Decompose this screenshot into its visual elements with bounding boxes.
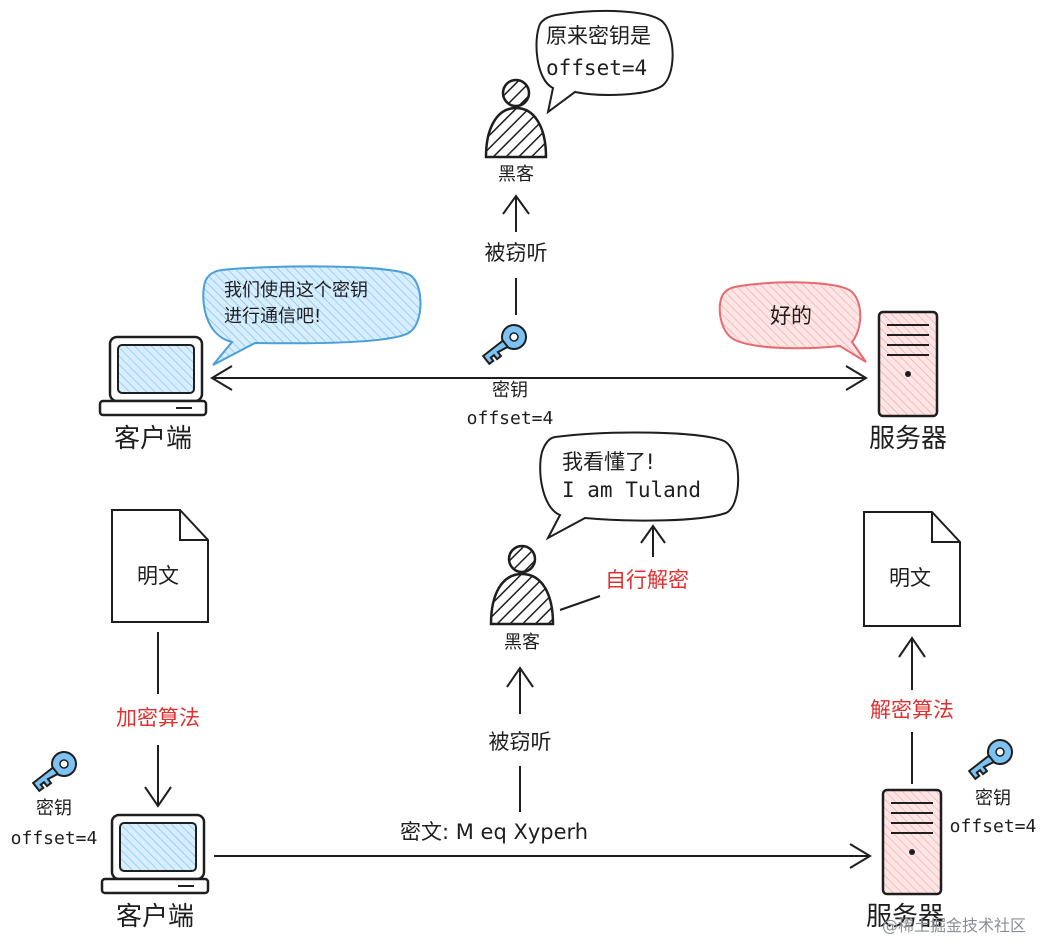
document-icon: [111, 509, 209, 623]
server-speech-bubble: [718, 281, 867, 363]
watermark: @稀土掘金技术社区: [882, 916, 1027, 935]
server-label: 服务器: [868, 424, 948, 454]
encrypt-arrow: [144, 632, 172, 808]
computer-icon: [98, 335, 208, 417]
plaintext-left-label: 明文: [137, 564, 179, 588]
left-key-value: offset=4: [10, 828, 98, 849]
plaintext-right-label: 明文: [889, 566, 931, 590]
eavesdrop-arrow-bottom: [506, 666, 534, 812]
ciphertext-label: 密文: M eq Xyperh: [400, 820, 589, 844]
hacker-icon: [489, 544, 555, 626]
client-bubble-text-line1: 我们使用这个密钥: [224, 280, 368, 301]
left-key-label: 密钥: [36, 798, 72, 819]
document-icon: [863, 511, 961, 627]
communication-double-arrow: [210, 365, 868, 391]
server-bubble-text: 好的: [770, 304, 812, 328]
hacker-speech-bubble-top: [535, 9, 674, 115]
key-label: 密钥: [492, 380, 528, 401]
key-icon: [481, 324, 527, 366]
key-value: offset=4: [466, 408, 554, 429]
server-icon: [881, 788, 943, 896]
hacker-bubble-text-line2: offset=4: [546, 56, 648, 80]
client-bubble-text-line2: 进行通信吧!: [224, 306, 322, 327]
hacker-icon: [484, 78, 548, 159]
self-decrypt-connector: [559, 524, 666, 611]
server-icon: [877, 310, 939, 418]
encrypt-label: 加密算法: [116, 706, 200, 730]
ciphertext-arrow: [214, 843, 872, 869]
client-label: 客户端: [113, 424, 193, 454]
key-icon: [31, 751, 77, 793]
eavesdrop-label-bottom: 被窃听: [488, 730, 552, 754]
right-key-label: 密钥: [975, 788, 1011, 809]
client-label-bottom: 客户端: [115, 902, 195, 932]
right-key-value: offset=4: [949, 816, 1037, 837]
computer-icon: [100, 813, 210, 895]
hacker-bubble-text-line1: 原来密钥是: [546, 24, 651, 48]
server-label-bottom: 服务器: [866, 902, 945, 932]
decrypt-label: 解密算法: [870, 698, 954, 722]
hacker-speech-bubble-bottom: [539, 431, 740, 541]
eavesdrop-arrow-top: [502, 194, 530, 315]
self-decrypt-label: 自行解密: [605, 568, 689, 592]
eavesdrop-label: 被窃听: [484, 241, 548, 265]
hacker-label: 黑客: [498, 164, 534, 185]
key-icon: [967, 739, 1013, 781]
hacker-bubble-bottom-line1: 我看懂了!: [562, 450, 655, 474]
client-speech-bubble: [202, 265, 422, 366]
decrypt-arrow: [898, 636, 926, 784]
hacker-bubble-bottom-line2: I am Tuland: [562, 478, 702, 502]
hacker-label-bottom: 黑客: [504, 632, 540, 653]
